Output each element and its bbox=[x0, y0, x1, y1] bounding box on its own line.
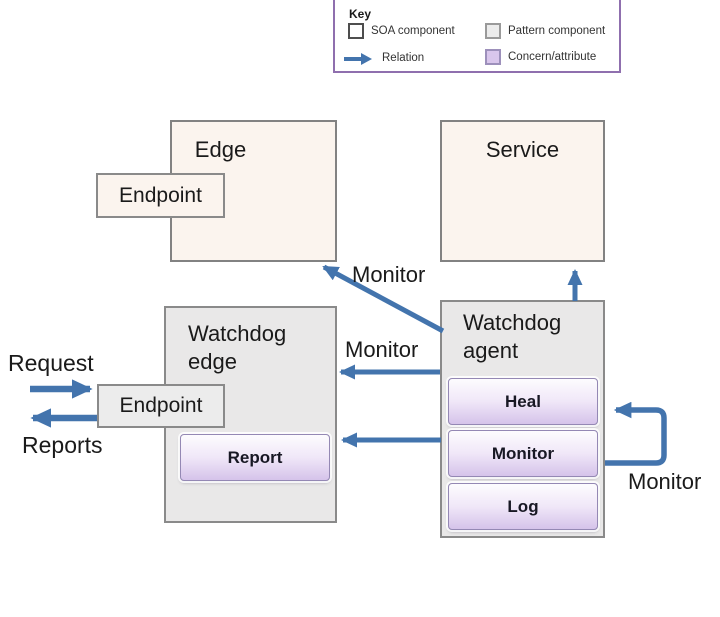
watchdog-endpoint-label: Endpoint bbox=[119, 394, 203, 417]
edge-endpoint-label: Endpoint bbox=[119, 183, 202, 207]
monitor-concern-box: Monitor bbox=[448, 430, 598, 477]
monitor-label: Monitor bbox=[491, 443, 555, 463]
request-label: Request bbox=[8, 350, 94, 376]
edge-box-title: Edge bbox=[194, 137, 247, 162]
monitor-to-watchdog-edge-label: Monitor bbox=[345, 337, 419, 362]
legend-title: Key bbox=[349, 7, 372, 21]
reports-label: Reports bbox=[22, 432, 103, 458]
monitor-self-loop-label: Monitor bbox=[628, 469, 702, 494]
heal-label: Heal bbox=[505, 391, 541, 411]
log-concern-box: Log bbox=[448, 483, 598, 530]
monitor-to-edge-label: Monitor bbox=[352, 262, 426, 287]
legend-item-label: Pattern component bbox=[508, 25, 606, 37]
service-box: Service bbox=[440, 120, 605, 262]
legend-item-label: SOA component bbox=[371, 25, 455, 37]
pattern-component-swatch bbox=[485, 23, 501, 39]
report-label: Report bbox=[227, 447, 283, 467]
watchdog-agent-title: Watchdog agent bbox=[463, 310, 562, 363]
legend-item-pattern-component: Pattern component bbox=[485, 23, 605, 39]
relation-arrow-icon bbox=[344, 53, 372, 65]
report-concern-box: Report bbox=[180, 434, 330, 481]
legend-item-label: Relation bbox=[382, 52, 425, 64]
arrow-agent-monitor-self-loop bbox=[605, 401, 667, 466]
log-label: Log bbox=[507, 496, 539, 516]
watchdog-endpoint-box: Endpoint bbox=[97, 384, 225, 428]
legend: Key SOA component Pattern component Rela… bbox=[333, 0, 621, 73]
concern-attribute-swatch bbox=[485, 49, 501, 65]
service-box-title: Service bbox=[485, 137, 560, 162]
legend-item-label: Concern/attribute bbox=[508, 51, 597, 63]
watchdog-edge-title: Watchdog edge bbox=[188, 321, 287, 374]
soa-component-swatch bbox=[348, 23, 364, 39]
legend-item-soa-component: SOA component bbox=[348, 23, 455, 39]
legend-item-concern-attribute: Concern/attribute bbox=[485, 49, 596, 65]
edge-endpoint-box: Endpoint bbox=[96, 173, 225, 218]
heal-concern-box: Heal bbox=[448, 378, 598, 425]
legend-item-relation: Relation bbox=[343, 51, 424, 65]
